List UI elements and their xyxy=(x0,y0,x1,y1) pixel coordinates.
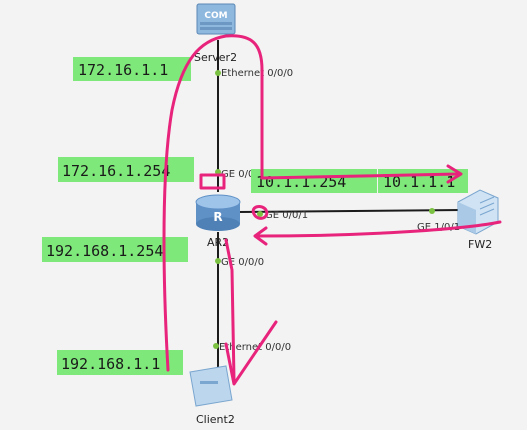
annotation-circle-ge001 xyxy=(251,205,269,220)
link-ar2-fw2 xyxy=(237,209,463,213)
ip-text-ar2-g000: 192.168.1.254 xyxy=(46,242,163,260)
annotation-arrowhead-return xyxy=(253,226,268,246)
annotation-arrowhead-client xyxy=(224,320,278,386)
device-ar2[interactable]: R AR2 xyxy=(195,194,241,249)
port-dot-ar2-ge001 xyxy=(257,211,263,217)
port-label-ar2-ge001: GE 0/0/1 xyxy=(265,210,308,221)
port-label-ar2-ge002: GE 0/0/2 xyxy=(221,169,264,180)
port-dot-server2 xyxy=(215,70,221,76)
port-dot-fw2 xyxy=(429,208,435,214)
device-client2[interactable]: Client2 xyxy=(189,365,235,426)
annotation-path-down-to-client xyxy=(224,238,236,382)
port-label-client2: Ethernet 0/0/0 xyxy=(219,342,291,353)
device-server2[interactable]: COM Server2 xyxy=(194,3,237,64)
port-label-ar2-ge000: GE 0/0/0 xyxy=(221,257,264,268)
ip-label-ar2-g001: 10.1.1.254 xyxy=(251,169,377,193)
annotation-path-to-fw2 xyxy=(260,172,460,180)
device-name-client2: Client2 xyxy=(196,413,235,426)
port-dot-client2 xyxy=(213,343,219,349)
annotation-path-return xyxy=(254,220,502,238)
server-badge: COM xyxy=(204,11,227,21)
device-name-fw2: FW2 xyxy=(468,238,492,251)
pc-icon xyxy=(189,365,233,407)
ip-text-ar2-g002: 172.16.1.254 xyxy=(62,162,170,180)
port-label-fw2: GE 1/0/1 xyxy=(417,222,460,233)
router-icon: R xyxy=(195,194,241,231)
ip-text-server2: 172.16.1.1 xyxy=(78,61,168,79)
ip-label-ar2-g000: 192.168.1.254 xyxy=(42,237,188,262)
ip-label-client2: 192.168.1.1 xyxy=(57,350,183,375)
router-glyph: R xyxy=(213,210,222,224)
annotation-arrowhead-fw2 xyxy=(446,164,463,184)
server-icon: COM xyxy=(196,3,236,35)
annotation-box-ge002 xyxy=(199,173,226,190)
annotation-path-client-to-server xyxy=(162,34,264,372)
device-name-ar2: AR2 xyxy=(207,236,229,249)
ip-label-ar2-g002: 172.16.1.254 xyxy=(58,157,194,182)
device-fw2[interactable]: FW2 xyxy=(457,189,499,251)
ip-text-fw2: 10.1.1.1 xyxy=(383,173,455,191)
device-name-server2: Server2 xyxy=(194,51,237,64)
port-dot-ar2-ge000 xyxy=(215,258,221,264)
ip-label-server2: 172.16.1.1 xyxy=(73,57,191,81)
ip-text-client2: 192.168.1.1 xyxy=(61,355,160,373)
port-label-server2: Ethernet 0/0/0 xyxy=(221,68,293,79)
